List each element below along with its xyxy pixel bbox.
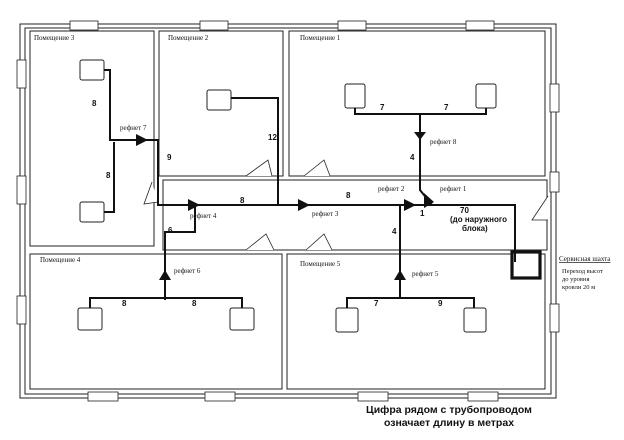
refnet-arrow [404,199,416,211]
pipe-length: 6 [168,226,173,235]
doors [143,159,549,251]
shaft-note-line: кровли 20 м [562,284,596,291]
pipe-length: 4 [392,227,397,236]
pipe-length: 7 [444,103,449,112]
refnet-label: рефнет 1 [440,185,467,193]
refnet-arrow [136,134,148,146]
indoor-unit [206,89,232,111]
refnet-label: рефнет 7 [120,124,147,132]
outdoor-note: блока) [462,224,488,233]
pipe-length: 8 [240,196,245,205]
refnet-label: рефнет 8 [430,138,457,146]
pipe-length: 4 [410,153,415,162]
refnet-label: рефнет 3 [312,210,339,218]
room-label: Помещение 4 [40,256,81,264]
refnet-label: рефнет 2 [378,185,405,193]
refnet-arrow [394,270,406,280]
room-label: Помещение 5 [300,260,341,268]
refnet-arrow [298,199,310,211]
diagram-caption: Цифра рядом с трубопроводом означает дли… [334,404,564,430]
refnet-label: рефнет 5 [412,270,439,278]
outer-walls [19,23,557,399]
refnet-arrow [159,270,171,280]
indoor-unit [463,307,487,333]
room-label: Помещение 3 [34,34,75,42]
caption-line: означает длину в метрах [383,417,515,429]
indoor-units [77,59,497,333]
indoor-unit [79,59,105,81]
pipe-length: 9 [167,153,172,162]
indoor-unit [475,83,497,109]
service-shaft [510,250,542,280]
shaft-note-line: до уровня [562,276,590,283]
pipe-length: 7 [374,299,379,308]
pipe-length: 8 [346,191,351,200]
refnet-arrows [136,132,434,280]
pipe-length: 12 [268,133,277,142]
shaft-note: Переход высот до уровня кровли 20 м [562,268,622,292]
indoor-unit [79,201,105,223]
pipe-length: 8 [106,171,111,180]
refnet-label: рефнет 6 [174,267,201,275]
room-label: Помещение 1 [300,34,341,42]
caption-line: Цифра рядом с трубопроводом [366,404,532,416]
outdoor-note: (до наружного [450,215,507,224]
room-walls [29,30,548,390]
refnet-arrow [188,199,200,211]
refnet-arrow [424,193,434,208]
windows [16,20,560,402]
shaft-note-line: Переход высот [562,268,603,275]
pipe-length: 8 [192,299,197,308]
shaft-label: Сервисная шахта [559,255,611,263]
pipe-length: 1 [420,209,425,218]
indoor-unit [229,307,255,331]
refnet-label: рефнет 4 [190,212,217,220]
indoor-unit [344,83,366,109]
outdoor-length: 70 [460,206,469,215]
room-label: Помещение 2 [168,34,209,42]
pipe-length: 9 [438,299,443,308]
refnet-arrow [414,132,426,140]
indoor-unit [335,307,359,333]
pipe-length: 7 [380,103,385,112]
pipe-length: 8 [122,299,127,308]
pipe-length: 8 [92,99,97,108]
indoor-unit [77,307,103,331]
